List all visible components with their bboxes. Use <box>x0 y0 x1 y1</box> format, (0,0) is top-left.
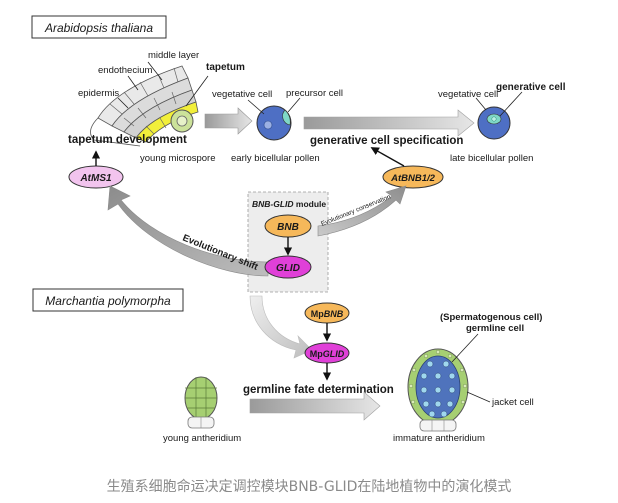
gene-atbnb-label: AtBNB1/2 <box>390 173 436 184</box>
label-germline-cell: germline cell <box>466 323 524 334</box>
label-endothecium: endothecium <box>98 65 152 76</box>
gene-bnb-label: BNB <box>277 222 299 233</box>
late-bicellular-pollen <box>477 106 511 140</box>
young-microspore <box>170 109 194 133</box>
label-jacket-cell: jacket cell <box>491 397 534 408</box>
label-vegetative-cell: vegetative cell <box>212 89 272 100</box>
gene-glid-label: GLID <box>276 263 300 274</box>
label-epidermis: epidermis <box>78 88 119 99</box>
anther-label-lines <box>117 61 209 109</box>
module-title: BNB-GLID module <box>252 199 326 209</box>
gene-mpbnb-label: MpBNB <box>311 309 344 319</box>
label-young-antheridium: young antheridium <box>163 433 241 444</box>
arrow-antheridium-development <box>249 391 381 421</box>
label-spermatogenous-cell: (Spermatogenous cell) <box>440 312 542 323</box>
section-label-bottom: Marchantia polymorpha <box>32 288 184 312</box>
immature-antheridium <box>407 348 469 432</box>
label-tapetum: tapetum <box>206 62 245 73</box>
figure-caption: 生殖系细胞命运决定调控模块BNB-GLID在陆地植物中的演化模式 <box>106 479 512 495</box>
label-immature-antheridium: immature antheridium <box>393 433 485 444</box>
svg-text:Arabidopsis thaliana: Arabidopsis thaliana <box>44 21 153 35</box>
gene-atms1-label: AtMS1 <box>79 173 112 184</box>
arrow-atbnb-up <box>370 147 405 167</box>
diagram-svg: Arabidopsis thaliana Marchantia polymorp… <box>31 15 566 444</box>
gene-mpglid-label: MpGLID <box>310 349 345 359</box>
arrow-microspore-to-pollen <box>204 107 253 135</box>
label-generative-cell-specification: generative cell specification <box>310 135 463 147</box>
arrow-module-to-marchantia <box>249 295 313 359</box>
svg-text:Marchantia polymorpha: Marchantia polymorpha <box>45 294 171 308</box>
arrow-evolutionary-shift <box>107 185 269 277</box>
young-antheridium <box>184 376 218 429</box>
label-precursor-cell: precursor cell <box>286 88 343 99</box>
label-young-microspore: young microspore <box>140 153 216 164</box>
gene-atbnb <box>382 165 444 189</box>
label-vegetative-cell-late: vegetative cell <box>438 89 498 100</box>
label-generative-cell: generative cell <box>496 82 566 93</box>
label-germline-fate-determination: germline fate determination <box>243 384 394 396</box>
label-middle-layer: middle layer <box>148 50 199 61</box>
label-early-bicellular-pollen: early bicellular pollen <box>231 153 320 164</box>
label-tapetum-development: tapetum development <box>68 134 187 146</box>
gene-glid <box>264 255 312 279</box>
label-late-bicellular-pollen: late bicellular pollen <box>450 153 533 164</box>
arrow-pollen-maturation <box>303 109 475 137</box>
early-bicellular-pollen <box>256 105 292 141</box>
arrow-evolutionary-conservation <box>317 185 407 237</box>
section-label-top: Arabidopsis thaliana <box>31 15 167 39</box>
